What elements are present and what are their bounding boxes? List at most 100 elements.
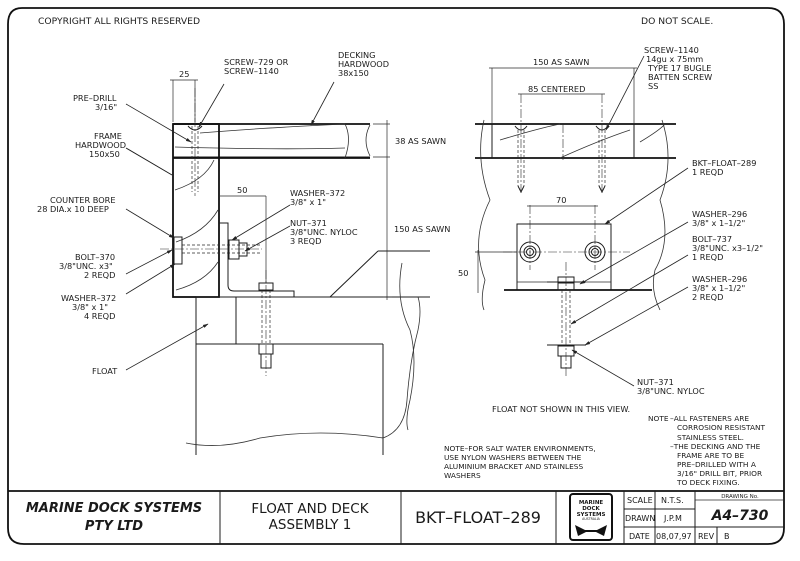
right-labels: SCREW–1140 14gu x 75mm TYPE 17 BUGLE BAT… [492, 45, 763, 414]
svg-text:3/8" x 1": 3/8" x 1" [290, 197, 326, 207]
svg-text:–ALL FASTENERS ARE: –ALL FASTENERS ARE [670, 414, 749, 423]
part-number: BKT–FLOAT–289 [415, 508, 541, 527]
right-section-view [475, 94, 676, 377]
svg-text:NUT–371: NUT–371 [637, 377, 674, 387]
date-label: DATE [629, 532, 650, 541]
label-predrill: PRE–DRILL 3/16" [73, 93, 192, 143]
left-section-view [160, 88, 430, 455]
svg-text:DECKING: DECKING [338, 50, 375, 60]
drawing-number: A4–730 [711, 508, 769, 524]
scale-value: N.T.S. [661, 496, 684, 505]
svg-text:3/8"UNC. x3–1/2": 3/8"UNC. x3–1/2" [692, 243, 763, 253]
svg-text:WASHER–372: WASHER–372 [61, 293, 116, 303]
svg-text:SCREW–1140: SCREW–1140 [644, 45, 699, 55]
dim-150-as-sawn-left: 150 AS SAWN [394, 224, 450, 234]
do-not-scale-text: DO NOT SCALE. [641, 16, 713, 27]
svg-text:1 REQD: 1 REQD [692, 252, 723, 262]
label-bkt-float-289: BKT–FLOAT–289 1 REQD [604, 158, 756, 225]
label-nut-371-right: NUT–371 3/8"UNC. NYLOC [571, 349, 705, 396]
svg-text:3/8"UNC. NYLOC: 3/8"UNC. NYLOC [290, 227, 358, 237]
svg-text:CORROSION RESISTANT: CORROSION RESISTANT [677, 423, 766, 432]
svg-text:4 REQD: 4 REQD [84, 311, 115, 321]
label-nut-371-left: NUT–371 3/8"UNC. NYLOC 3 REQD [244, 218, 358, 252]
svg-text:BOLT–737: BOLT–737 [692, 234, 732, 244]
label-washer-372-upper: WASHER–372 3/8" x 1" [231, 188, 345, 241]
label-counter-bore: COUNTER BORE 28 DIA.x 10 DEEP [37, 195, 175, 239]
svg-text:–THE DECKING AND THE: –THE DECKING AND THE [670, 442, 761, 451]
svg-text:WASHERS: WASHERS [444, 471, 481, 480]
svg-text:2 REQD: 2 REQD [692, 292, 723, 302]
svg-text:SCREW–1140: SCREW–1140 [224, 66, 279, 76]
svg-text:14gu x 75mm: 14gu x 75mm [646, 54, 703, 64]
sheet-border [7, 7, 785, 545]
label-screw-1140: SCREW–1140 14gu x 75mm TYPE 17 BUGLE BAT… [605, 45, 712, 131]
left-labels: SCREW–729 OR SCREW–1140 DECKING HARDWOOD… [37, 50, 389, 376]
dim-50-left: 50 [237, 185, 247, 195]
svg-text:HARDWOOD: HARDWOOD [75, 140, 126, 150]
date-value: 08,07,97 [656, 532, 692, 541]
svg-text:SCREW–729 OR: SCREW–729 OR [224, 57, 289, 67]
salt-water-note: NOTE–FOR SALT WATER ENVIRONMENTS, USE NY… [444, 444, 596, 480]
svg-text:3/8"UNC. x3": 3/8"UNC. x3" [59, 261, 113, 271]
dim-38-as-sawn: 38 AS SAWN [395, 136, 446, 146]
float-not-shown-note: FLOAT NOT SHOWN IN THIS VIEW. [492, 404, 630, 414]
svg-text:DOCK: DOCK [582, 506, 600, 512]
svg-text:PRE–DRILLED WITH A: PRE–DRILLED WITH A [677, 460, 756, 469]
dim-25: 25 [179, 69, 189, 79]
drawing-no-label: DRAWING No. [721, 494, 759, 500]
dim-85-centered: 85 CENTERED [528, 84, 585, 94]
svg-text:HARDWOOD: HARDWOOD [338, 59, 389, 69]
svg-text:3/16" DRILL BIT, PRIOR: 3/16" DRILL BIT, PRIOR [677, 469, 762, 478]
svg-text:TO DECK FIXING.: TO DECK FIXING. [676, 478, 740, 487]
svg-text:MARINE: MARINE [579, 500, 604, 506]
svg-text:38x150: 38x150 [338, 68, 369, 78]
svg-text:1 REQD: 1 REQD [692, 167, 723, 177]
rev-label: REV [698, 532, 715, 541]
svg-text:SS: SS [648, 81, 658, 91]
svg-text:3 REQD: 3 REQD [290, 236, 321, 246]
svg-text:TYPE 17 BUGLE: TYPE 17 BUGLE [647, 63, 711, 73]
svg-text:NOTE: NOTE [648, 414, 669, 423]
svg-text:3/16": 3/16" [95, 102, 117, 112]
svg-text:COUNTER BORE: COUNTER BORE [50, 195, 116, 205]
label-screw-729: SCREW–729 OR SCREW–1140 [198, 57, 289, 128]
drawn-value: J.P.M [663, 514, 682, 523]
dim-70: 70 [556, 195, 566, 205]
title-block: MARINE DOCK SYSTEMS PTY LTD FLOAT AND DE… [8, 490, 784, 544]
general-notes: NOTE –ALL FASTENERS ARE CORROSION RESIST… [648, 414, 766, 487]
company-suffix: PTY LTD [85, 519, 143, 534]
svg-text:3/8" x 1–1/2": 3/8" x 1–1/2" [692, 218, 745, 228]
label-washer-372-lower: WASHER–372 3/8" x 1" 4 REQD [61, 263, 176, 321]
drawn-label: DRAWN [625, 514, 655, 523]
copyright-text: COPYRIGHT ALL RIGHTS RESERVED [38, 16, 200, 27]
svg-text:USE NYLON WASHERS BETWEEN THE: USE NYLON WASHERS BETWEEN THE [444, 453, 582, 462]
right-dimensions: 150 AS SAWN 85 CENTERED 70 50 [458, 57, 637, 293]
svg-text:BOLT–370: BOLT–370 [75, 252, 115, 262]
label-bolt-370: BOLT–370 3/8"UNC. x3" 2 REQD [59, 249, 173, 280]
dim-50-right: 50 [458, 268, 468, 278]
company-name: MARINE DOCK SYSTEMS [26, 501, 202, 516]
svg-text:WASHER–372: WASHER–372 [290, 188, 345, 198]
svg-text:2 REQD: 2 REQD [84, 270, 115, 280]
svg-text:AUSTRALIA: AUSTRALIA [582, 517, 600, 521]
drawing-title-line1: FLOAT AND DECK [251, 501, 369, 517]
svg-text:STAINLESS STEEL.: STAINLESS STEEL. [677, 433, 744, 442]
svg-text:ALUMINIUM BRACKET AND STAINLES: ALUMINIUM BRACKET AND STAINLESS [444, 462, 583, 471]
svg-text:3/8"UNC. NYLOC: 3/8"UNC. NYLOC [637, 386, 705, 396]
left-dimensions: 25 50 38 AS SAWN 150 AS SAWN [170, 69, 450, 300]
svg-text:FLOAT: FLOAT [92, 366, 118, 376]
svg-text:NOTE–FOR SALT WATER ENVIRONMEN: NOTE–FOR SALT WATER ENVIRONMENTS, [444, 444, 596, 453]
rev-value: B [724, 532, 730, 541]
dim-150-as-sawn-right: 150 AS SAWN [533, 57, 589, 67]
label-bolt-737: BOLT–737 3/8"UNC. x3–1/2" 1 REQD [570, 234, 763, 325]
svg-text:SYSTEMS: SYSTEMS [577, 512, 606, 518]
label-decking: DECKING HARDWOOD 38x150 [310, 50, 389, 126]
label-frame: FRAME HARDWOOD 150x50 [75, 131, 173, 176]
svg-text:3/8" x 1–1/2": 3/8" x 1–1/2" [692, 283, 745, 293]
svg-text:WASHER–296: WASHER–296 [692, 274, 747, 284]
svg-text:BKT–FLOAT–289: BKT–FLOAT–289 [692, 158, 756, 168]
svg-text:NUT–371: NUT–371 [290, 218, 327, 228]
svg-text:PRE–DRILL: PRE–DRILL [73, 93, 117, 103]
